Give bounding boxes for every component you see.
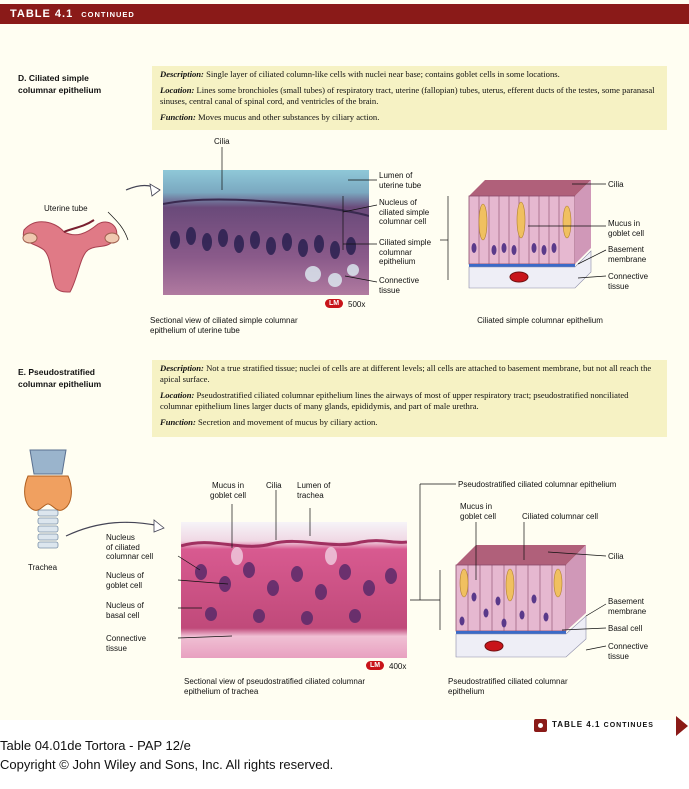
label-nucleus-ciliated-e: Nucleus of ciliated columnar cell xyxy=(106,533,154,561)
section-e-title: E. Pseudostratified columnar epithelium xyxy=(18,367,102,389)
label-cilia-e: Cilia xyxy=(266,481,282,490)
trachea-label: Trachea xyxy=(28,563,58,572)
section-d-title: D. Ciliated simple columnar epithelium xyxy=(18,73,102,95)
diagram-ciliated-simple-columnar xyxy=(468,180,592,289)
magnification-d: 500x xyxy=(348,300,366,309)
label-connective-e: Connective tissue xyxy=(106,634,147,653)
lm-badge-e: LM xyxy=(366,661,385,670)
label-pseudo-title: Pseudostratified ciliated columnar epith… xyxy=(458,480,617,489)
micrograph-uterine-tube xyxy=(163,170,369,295)
label-pseudo-connective: Connective tissue xyxy=(608,642,649,661)
table-continues-label[interactable]: TABLE 4.1 CONTINUES xyxy=(552,720,654,729)
label-diagram-mucus-d: Mucus in goblet cell xyxy=(608,219,645,238)
caption-micrograph-e: Sectional view of pseudostratified cilia… xyxy=(184,677,365,696)
label-lumen-trachea: Lumen of trachea xyxy=(297,481,331,500)
table-number: TABLE 4.1 xyxy=(10,8,74,20)
section-e-description-box: Description: Not a true stratified tissu… xyxy=(152,360,667,437)
copyright-line: Copyright © John Wiley and Sons, Inc. Al… xyxy=(0,757,334,772)
diagram-pseudostratified xyxy=(455,545,587,658)
label-connective-tissue-d: Connective tissue xyxy=(379,276,420,295)
label-diagram-connective-d: Connective tissue xyxy=(608,272,649,291)
continued-tag: CONTINUED xyxy=(81,10,135,19)
section-d-description-box: Description: Single layer of ciliated co… xyxy=(152,66,667,130)
trachea-illustration xyxy=(24,449,72,549)
label-pseudo-basement: Basement membrane xyxy=(608,597,647,616)
label-diagram-cilia-d: Cilia xyxy=(608,180,624,189)
lm-badge-d: LM xyxy=(325,299,344,308)
next-page-arrow-icon[interactable] xyxy=(676,716,688,736)
label-pseudo-cilia: Cilia xyxy=(608,552,624,561)
label-nucleus-goblet-e: Nucleus of goblet cell xyxy=(106,571,144,590)
label-diagram-basement-d: Basement membrane xyxy=(608,245,647,264)
caption-micrograph-d: Sectional view of ciliated simple column… xyxy=(150,316,298,335)
uterine-tube-label: Uterine tube xyxy=(44,204,88,213)
continue-bullet-icon xyxy=(534,719,547,732)
label-pseudo-mucus: Mucus in goblet cell xyxy=(460,502,497,521)
magnification-e: 400x xyxy=(389,662,407,671)
label-pseudo-basal: Basal cell xyxy=(608,624,643,633)
textbook-page: TABLE 4.1 CONTINUED D. Ciliated simple c… xyxy=(0,0,689,720)
label-lumen-uterine-tube: Lumen of uterine tube xyxy=(379,171,422,190)
label-mucus-goblet-e: Mucus in goblet cell xyxy=(210,481,247,500)
label-nucleus-basal-e: Nucleus of basal cell xyxy=(106,601,144,620)
label-ciliated-epithelium: Ciliated simple columnar epithelium xyxy=(379,238,432,266)
caption-diagram-d: Ciliated simple columnar epithelium xyxy=(477,316,603,325)
label-pseudo-ciliated-cell: Ciliated columnar cell xyxy=(522,512,599,521)
label-cilia-d: Cilia xyxy=(214,137,230,146)
table-header-bar: TABLE 4.1 CONTINUED xyxy=(0,4,689,24)
micrograph-trachea xyxy=(181,522,407,658)
figure-source-line: Table 04.01de Tortora - PAP 12/e xyxy=(0,738,191,753)
caption-diagram-e: Pseudostratified ciliated columnar epith… xyxy=(448,677,568,696)
label-nucleus-ciliated: Nucleus of ciliated simple columnar cell xyxy=(379,198,430,226)
